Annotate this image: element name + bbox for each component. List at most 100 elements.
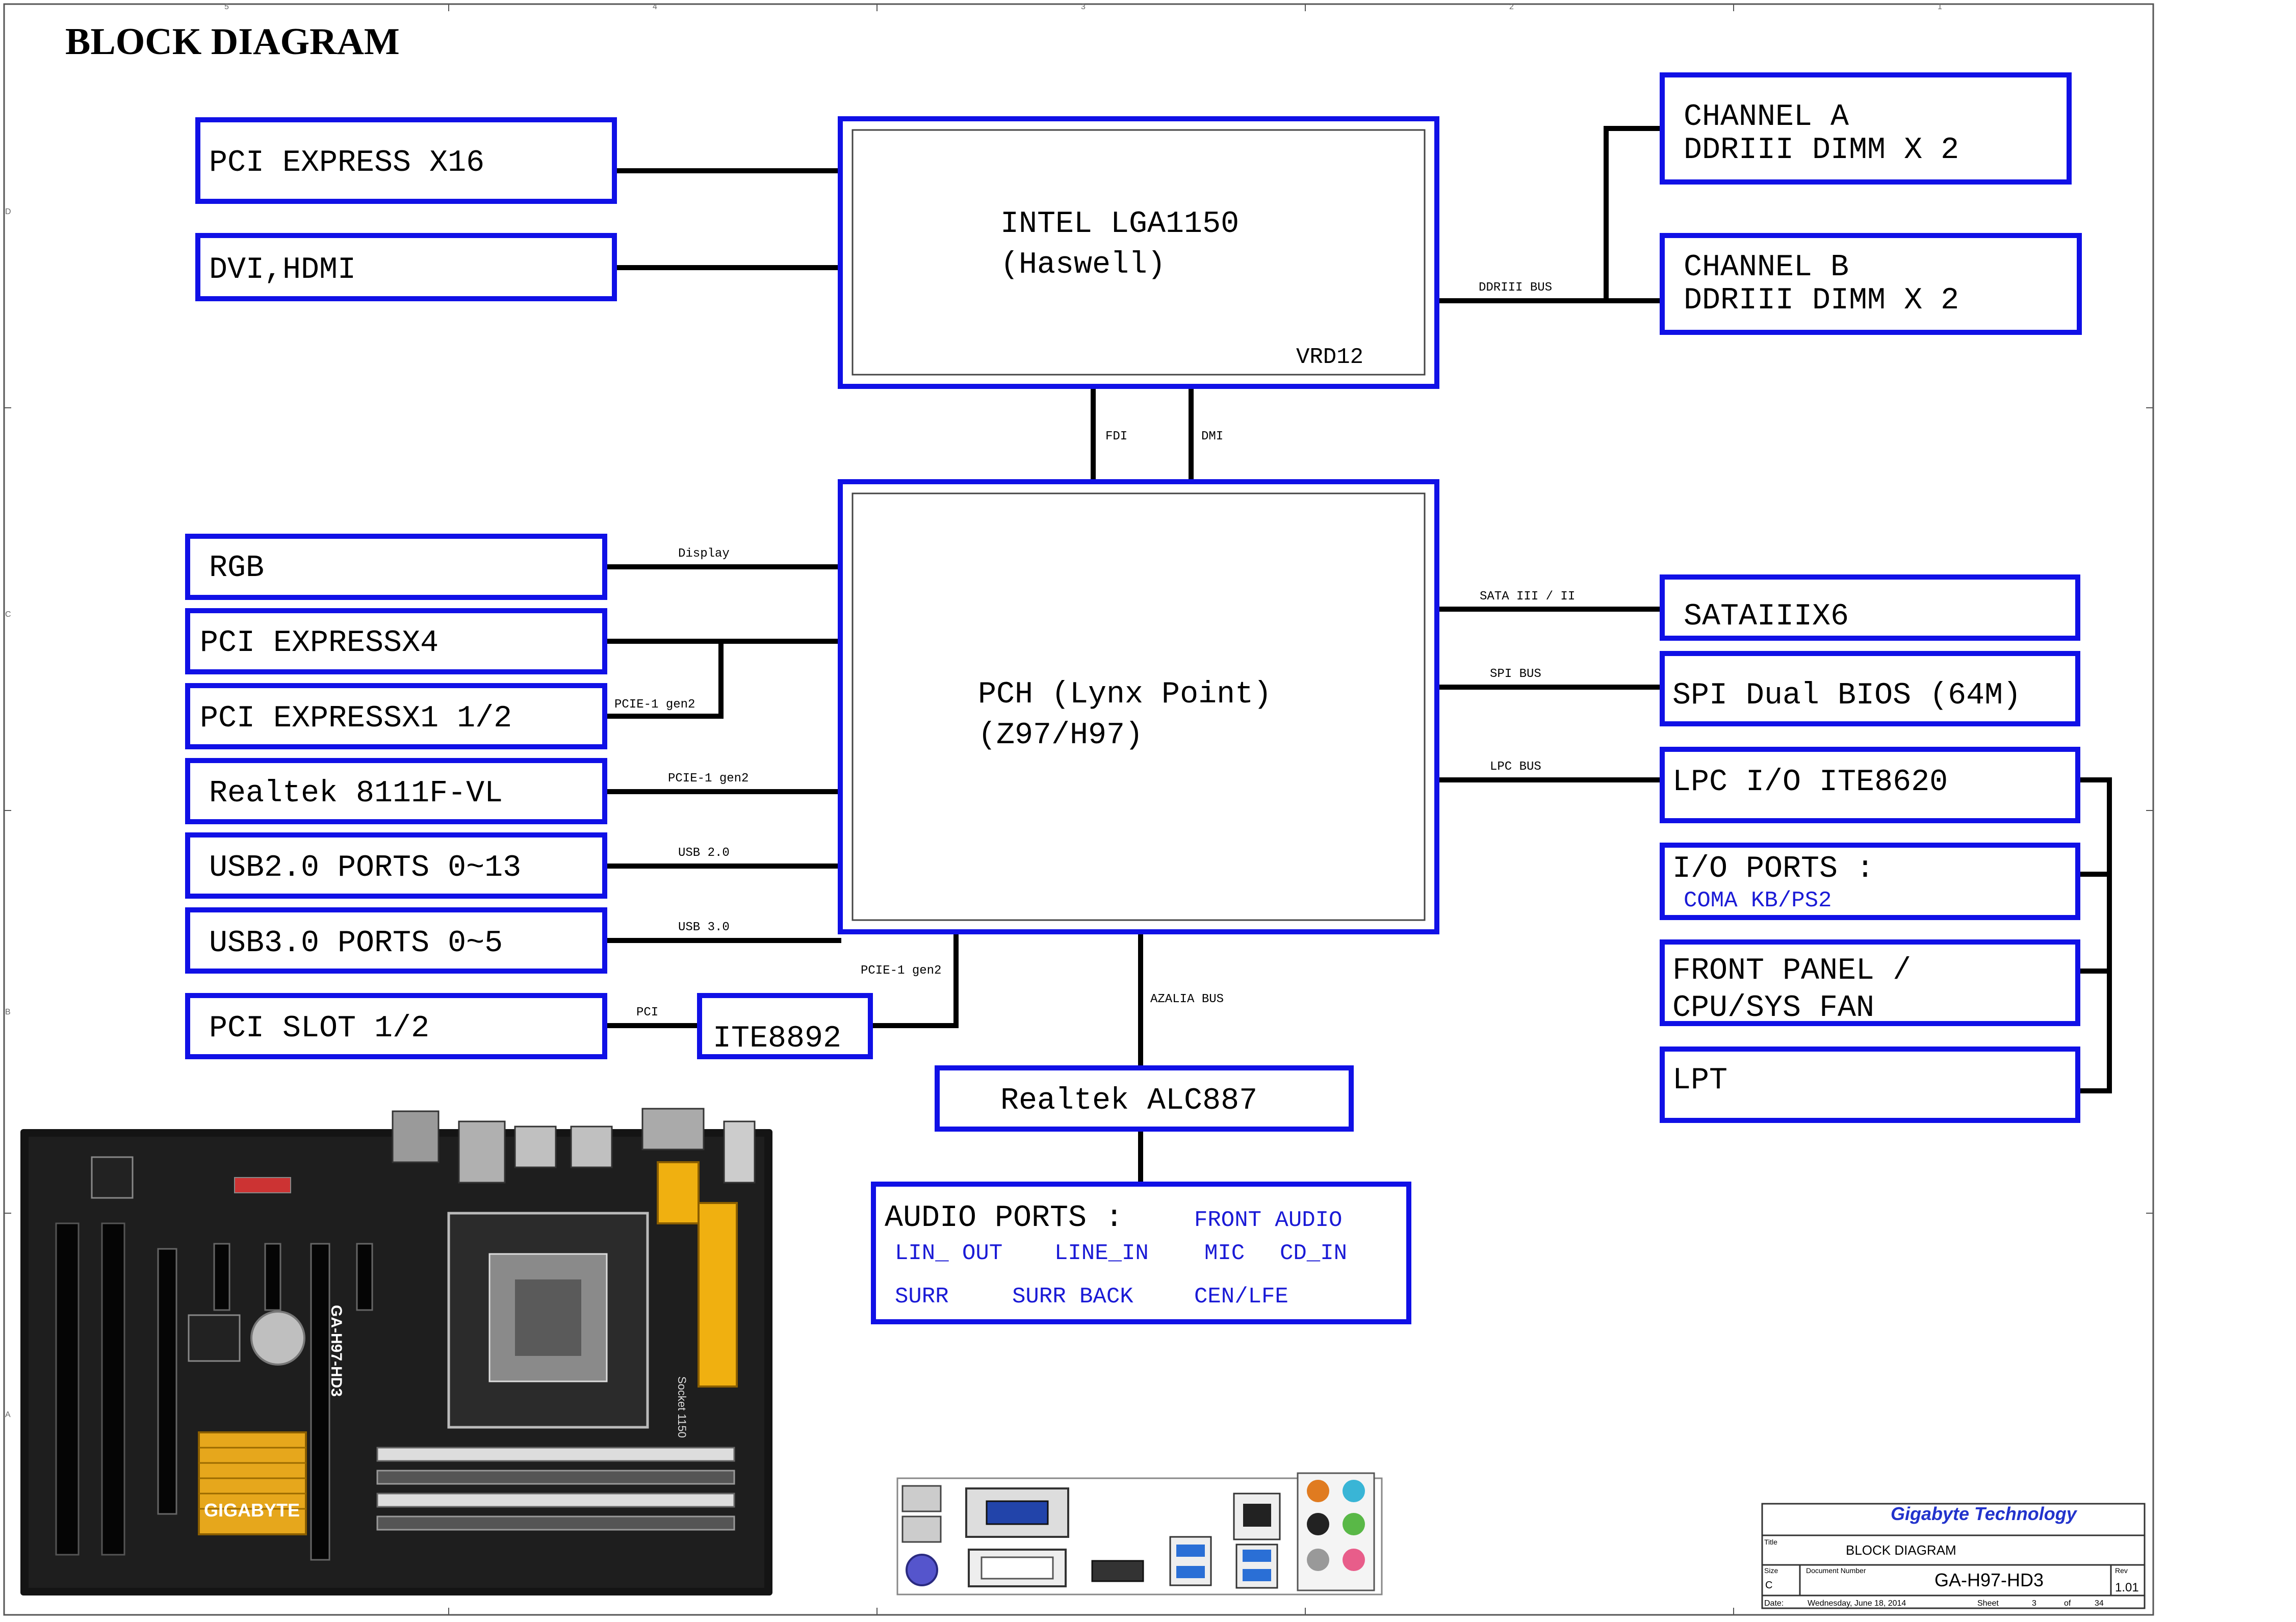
dimm-slot-3: [376, 1493, 735, 1508]
ruler-col-4: 4: [653, 3, 657, 11]
ruler-row-d: D: [5, 207, 11, 216]
sheet-total: 34: [2095, 1599, 2104, 1608]
vrm-heatsink: [698, 1202, 738, 1388]
bus-label-azalia: AZALIA BUS: [1150, 992, 1224, 1006]
label-io-ports-sub: COMA KB/PS2: [1684, 888, 1831, 913]
audio-line-in: LINE_IN: [1054, 1241, 1149, 1266]
bus-label-display: Display: [678, 547, 730, 561]
company-name: Gigabyte Technology: [1891, 1503, 2078, 1524]
cpu-codename: (Haswell): [1000, 248, 1166, 282]
audio-ports-block: AUDIO PORTS : FRONT AUDIO LIN_ OUT LINE_…: [871, 1182, 1411, 1324]
docnum-label: Document Number: [1806, 1566, 1866, 1575]
title-block: Gigabyte Technology Title BLOCK DIAGRAM …: [1761, 1503, 2146, 1609]
cpu-vrd: VRD12: [1296, 345, 1363, 370]
dimm-slot-2: [376, 1470, 735, 1485]
size-value: C: [1765, 1580, 1772, 1591]
label-spi-bios: SPI Dual BIOS (64M): [1672, 678, 2021, 713]
box-ite8892: [697, 993, 873, 1059]
rear-usb-1: [901, 1485, 942, 1512]
board-socket-label: Socket 1150: [676, 1376, 688, 1438]
ruler-col-5: 5: [224, 3, 229, 11]
date-value: Wednesday, June 18, 2014: [1808, 1599, 1906, 1608]
title-label: Title: [1764, 1538, 1777, 1546]
label-dvi-hdmi: DVI,HDMI: [209, 253, 356, 287]
doc-number: GA-H97-HD3: [1934, 1569, 2044, 1590]
audio-mic: MIC: [1204, 1241, 1245, 1266]
sheet-value: 3: [2032, 1599, 2036, 1608]
bus-label-pci: PCI: [636, 1006, 658, 1019]
label-channel-a: CHANNEL A: [1684, 100, 1849, 135]
pcie-x1-slot-2: [264, 1243, 281, 1311]
pcie-x4-slot: [310, 1243, 330, 1561]
box-realtek-audio: [935, 1065, 1354, 1132]
ruler-col-2: 2: [1509, 3, 1514, 11]
label-channel-a-dimm: DDRIII DIMM X 2: [1684, 133, 1959, 168]
cmos-battery: [250, 1311, 305, 1366]
audio-ports-title: AUDIO PORTS :: [885, 1201, 1123, 1236]
box-pci-slot: [185, 993, 607, 1059]
ruler-row-a: A: [5, 1410, 11, 1419]
ruler-row-b: B: [5, 1008, 11, 1016]
bus-label-ddriii: DDRIII BUS: [1479, 281, 1552, 295]
label-usb3: USB3.0 PORTS 0~5: [209, 926, 503, 961]
box-lpc-io: [1660, 747, 2080, 823]
bus-label-usb20: USB 2.0: [678, 846, 730, 860]
box-usb3: [185, 907, 607, 974]
box-dvi-hdmi: [195, 233, 617, 301]
label-lpt: LPT: [1672, 1063, 1727, 1098]
bus-label-pcie-lan: PCIE-1 gen2: [668, 772, 749, 786]
box-pcie-x1: [185, 683, 607, 749]
chipset-heatsink: [198, 1431, 307, 1535]
audio-surr-back: SURR BACK: [1012, 1284, 1133, 1310]
label-pcie-x4: PCI EXPRESSX4: [200, 626, 438, 661]
bus-label-fdi: FDI: [1105, 430, 1127, 443]
sheet-label: Sheet: [1977, 1599, 1999, 1608]
label-channel-b: CHANNEL B: [1684, 250, 1849, 285]
hdmi-port: [1091, 1560, 1144, 1582]
pch-block: PCH (Lynx Point) (Z97/H97): [838, 479, 1439, 934]
label-pcie-x1: PCI EXPRESSX1 1/2: [200, 701, 512, 736]
label-channel-b-dimm: DDRIII DIMM X 2: [1684, 283, 1959, 318]
bus-label-lpc: LPC BUS: [1490, 760, 1541, 774]
pch-model: (Z97/H97): [978, 718, 1143, 753]
rev-value: 1.01: [2115, 1581, 2139, 1594]
rev-label: Rev: [2115, 1566, 2128, 1575]
box-front-panel: [1660, 939, 2080, 1026]
board-brand-label: GIGABYTE: [204, 1500, 300, 1521]
ruler-row-c: C: [5, 610, 11, 619]
label-io-ports: I/O PORTS :: [1672, 852, 1874, 886]
box-rgb: [185, 534, 607, 600]
size-label: Size: [1764, 1566, 1778, 1575]
rear-usb-2: [901, 1515, 942, 1543]
label-cpu-sys-fan: CPU/SYS FAN: [1672, 991, 1874, 1026]
pci-slot-1: [55, 1222, 80, 1556]
audio-surr: SURR: [895, 1284, 949, 1310]
bus-label-pcie-x1: PCIE-1 gen2: [614, 698, 695, 712]
label-realtek-audio: Realtek ALC887: [1000, 1084, 1257, 1118]
cpu-name: INTEL LGA1150: [1000, 207, 1239, 242]
audio-lin-out: LIN_ OUT: [895, 1241, 1002, 1266]
dimm-slot-4: [376, 1515, 735, 1531]
label-rgb: RGB: [209, 551, 264, 586]
bus-label-sata: SATA III / II: [1480, 590, 1575, 604]
ps2-port: [906, 1554, 938, 1586]
box-usb2: [185, 832, 607, 899]
pcie-x16-slot: [157, 1248, 177, 1515]
box-realtek-lan: [185, 758, 607, 824]
box-channel-b: [1660, 233, 2082, 335]
label-sata: SATAIIIX6: [1684, 599, 1849, 634]
box-pcie-x16: [195, 117, 617, 204]
bus-label-usb30: USB 3.0: [678, 921, 730, 934]
label-realtek-lan: Realtek 8111F-VL: [209, 776, 503, 811]
label-usb2: USB2.0 PORTS 0~13: [209, 851, 521, 885]
title-value: BLOCK DIAGRAM: [1846, 1542, 1956, 1558]
bus-label-pcie-ite: PCIE-1 gen2: [861, 964, 941, 978]
box-io-ports: [1660, 843, 2080, 920]
date-label: Date:: [1764, 1599, 1784, 1608]
box-lpt: [1660, 1047, 2080, 1123]
box-pcie-x4: [185, 608, 607, 674]
of-label: of: [2064, 1599, 2071, 1608]
audio-cd-in: CD_IN: [1280, 1241, 1347, 1266]
pcie-x1-slot-3: [356, 1243, 373, 1311]
